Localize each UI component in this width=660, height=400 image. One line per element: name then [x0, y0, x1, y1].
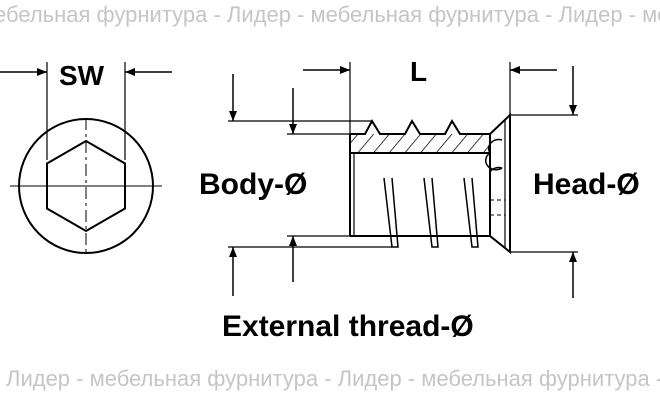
- sw-label: SW: [59, 60, 105, 91]
- external-thread-label: External thread-Ø: [222, 310, 474, 343]
- watermark-row-1: ебельная фурнитура - Лидер - мебельная ф…: [0, 2, 660, 27]
- length-dimension: [303, 62, 557, 134]
- insert-section: [349, 112, 511, 255]
- diameter-dimensions-left: [228, 74, 392, 296]
- end-view: [0, 62, 172, 254]
- head-dimension: [510, 66, 578, 298]
- length-label: L: [410, 56, 428, 87]
- head-diameter-label: Head-Ø: [533, 168, 640, 201]
- watermark-row-2: Лидер - мебельная фурнитура - Лидер - ме…: [6, 366, 660, 391]
- body-diameter-label: Body-Ø: [199, 168, 308, 201]
